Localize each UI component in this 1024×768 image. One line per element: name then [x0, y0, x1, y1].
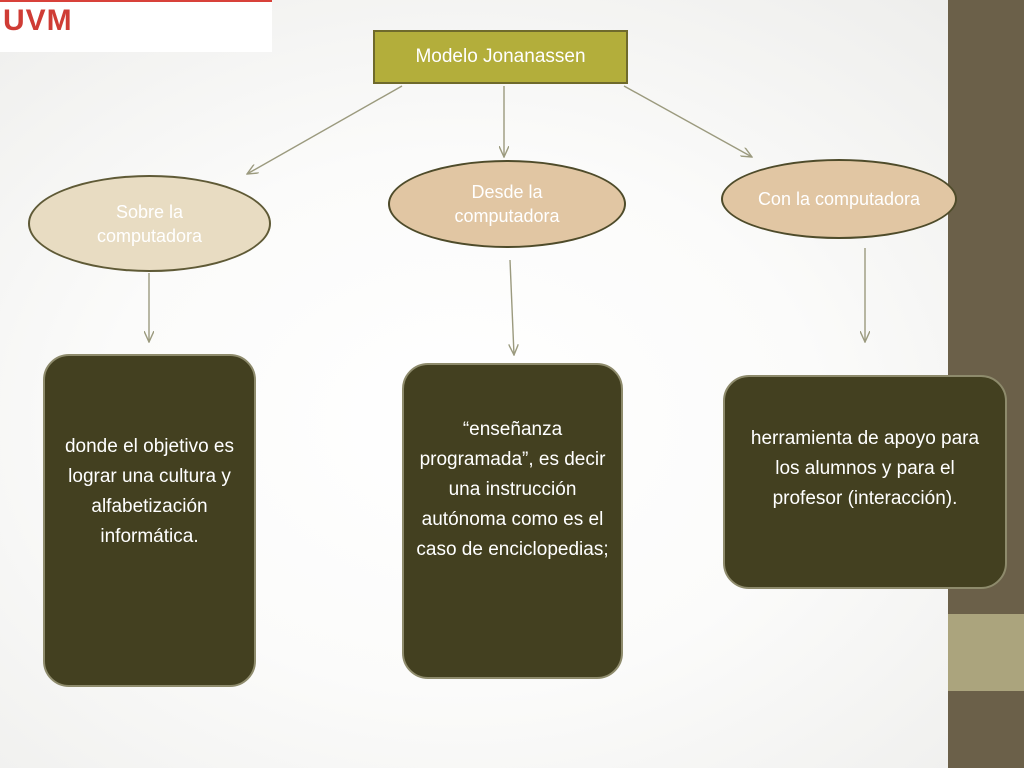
connector-arrows [0, 85, 948, 768]
description-con-text: herramienta de apoyo para los alumnos y … [750, 428, 980, 509]
decorative-sidebar-accent [948, 614, 1024, 691]
uvm-logo: UVM [0, 0, 272, 52]
description-box-con: herramienta de apoyo para los alumnos y … [723, 375, 1007, 589]
description-desde-text: “enseñanza programada”, es decir una ins… [416, 419, 609, 560]
arrow-root-to-sobre [247, 85, 403, 174]
logo-accent-line [0, 0, 272, 2]
description-sobre-text: donde el objetivo es lograr una cultura … [64, 436, 234, 547]
description-box-sobre: donde el objetivo es lograr una cultura … [43, 354, 256, 687]
node-sobre-label: Sobre la computadora [96, 201, 203, 246]
arrow-root-to-con [623, 85, 752, 157]
root-node: Modelo Jonanassen [373, 30, 628, 84]
node-sobre-la-computadora: Sobre la computadora [28, 175, 271, 272]
node-con-label: Con la computadora [757, 189, 921, 209]
node-con-la-computadora: Con la computadora [721, 159, 957, 239]
arrow-desde-to-box [510, 259, 514, 355]
node-desde-label: Desde la computadora [454, 182, 560, 226]
node-desde-la-computadora: Desde la computadora [388, 160, 626, 248]
description-box-desde: “enseñanza programada”, es decir una ins… [402, 363, 623, 679]
logo-text: UVM [3, 4, 73, 37]
